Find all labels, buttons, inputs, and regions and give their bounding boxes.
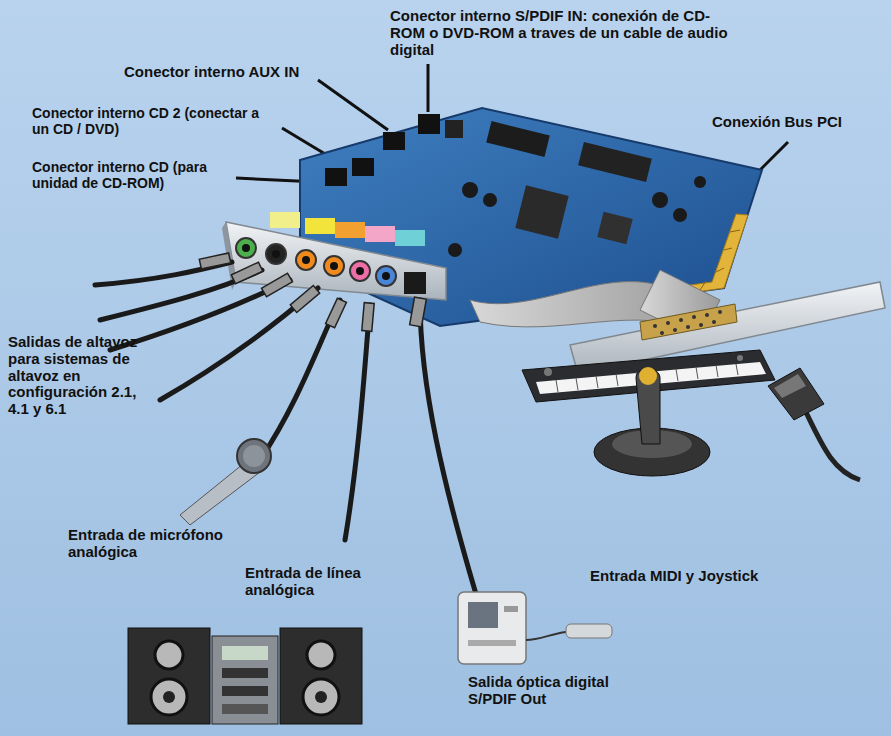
jack-plugs (199, 253, 426, 331)
midi-plug (768, 368, 860, 480)
callout-label: Conector interno CD 2 (conectar a un CD … (32, 106, 272, 137)
callout-label: Entrada MIDI y Joystick (590, 568, 810, 585)
callout-label: Conector interno AUX IN (124, 64, 384, 81)
digital-recorder (458, 592, 612, 664)
callout-label: Conector interno CD (para unidad de CD-R… (32, 160, 227, 191)
joystick (594, 367, 710, 476)
hifi-system (128, 628, 362, 724)
bracket (222, 222, 446, 300)
callout-label: Entrada de línea analógica (245, 565, 395, 599)
microphone (180, 439, 271, 525)
callout-label: Salidas de altavoz para sistemas de alta… (8, 334, 143, 418)
callout-label: Conector interno S/PDIF IN: conexión de … (390, 8, 735, 58)
callout-label: Entrada de micrófono analógica (68, 527, 253, 561)
audio-cables (95, 262, 490, 640)
callout-label: Salida óptica digital S/PDIF Out (468, 674, 628, 708)
callout-label: Conexión Bus PCI (712, 114, 882, 131)
